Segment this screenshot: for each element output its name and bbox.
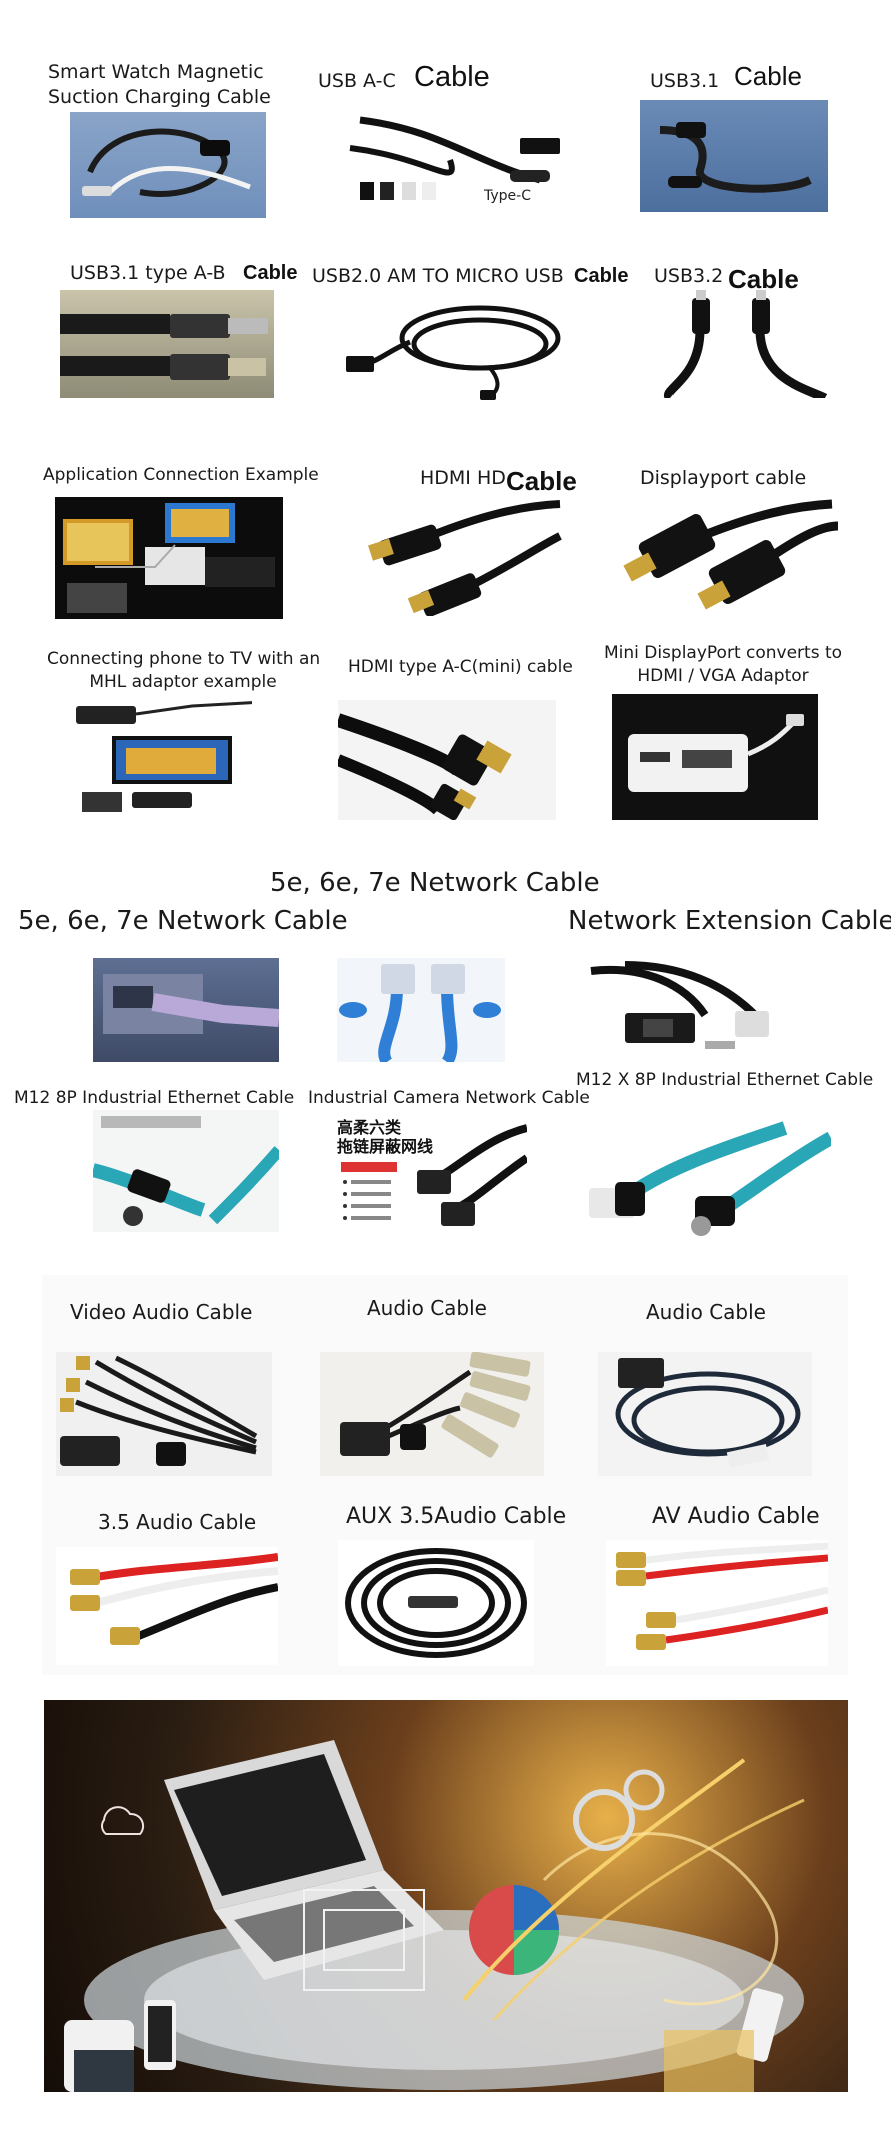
usb-ac-cable-label: USB A-C [318, 70, 396, 92]
network-extension-cable-label: Network Extension Cable [568, 906, 891, 936]
usb31-cable-image [640, 100, 828, 212]
application-example-label: Application Connection Example [43, 465, 319, 485]
m12-x-8p-cable-label: M12 X 8P Industrial Ethernet Cable [576, 1070, 874, 1090]
aux-35-cable-image [338, 1540, 534, 1666]
network-section-heading: 5e, 6e, 7e Network Cable [270, 868, 600, 898]
audio-35-cable-image [56, 1547, 278, 1665]
usb32-cable-image [660, 290, 830, 398]
hdmi-mini-cable-label: HDMI type A-C(mini) cable [348, 657, 573, 677]
audio-cable-1-image [320, 1352, 544, 1476]
network-extension-cable-image [585, 955, 781, 1061]
displayport-cable-image [612, 496, 842, 616]
hdmi-hd-cable-image [360, 496, 570, 616]
m12-8p-cable-image [93, 1110, 279, 1232]
aux-35-cable-label: AUX 3.5Audio Cable [346, 1504, 567, 1529]
mini-dp-adaptor-label: Mini DisplayPort converts to HDMI / VGA … [603, 643, 843, 686]
usb-ac-cable-overlay: Cable [414, 61, 490, 93]
m12-8p-cable-label: M12 8P Industrial Ethernet Cable [14, 1088, 295, 1108]
mini-dp-adaptor-image [612, 694, 818, 820]
smartwatch-cable-label: Smart Watch Magnetic Suction Charging Ca… [48, 61, 271, 108]
technology-banner-image [44, 1700, 848, 2092]
usb-ac-cable-image [340, 100, 570, 220]
usb31-ab-cable-label: USB3.1 type A-B [70, 262, 226, 284]
cat-network-cable-label: 5e, 6e, 7e Network Cable [18, 906, 348, 936]
usb20-micro-cable-label: USB2.0 AM TO MICRO USB [312, 265, 564, 287]
usb20-micro-cable-overlay: Cable [574, 265, 629, 287]
industrial-camera-cable-image: 高柔六类 拖链屏蔽网线 [337, 1118, 527, 1234]
cat-network-cable-image [93, 958, 279, 1062]
usb31-ab-cable-image [60, 290, 274, 398]
mhl-adaptor-label: Connecting phone to TV with an MHL adapt… [47, 649, 321, 692]
video-audio-cable-image [56, 1352, 272, 1476]
usb32-cable-label: USB3.2 [654, 265, 724, 287]
audio-cable-2-image [598, 1352, 812, 1476]
av-audio-cable-image [606, 1540, 828, 1666]
audio-35-cable-label: 3.5 Audio Cable [98, 1510, 257, 1534]
application-example-image [55, 497, 283, 619]
hdmi-hd-cable-overlay: Cable [506, 466, 577, 496]
usb31-cable-overlay: Cable [734, 61, 802, 91]
smartwatch-cable-image [70, 112, 266, 218]
industrial-camera-cable-label: Industrial Camera Network Cable [308, 1088, 590, 1108]
audio-cable-2-label: Audio Cable [646, 1300, 766, 1324]
mhl-adaptor-image [72, 700, 252, 818]
type-c-caption: Type-C [484, 188, 531, 204]
hdmi-hd-cable-label: HDMI HD [420, 467, 506, 489]
blue-network-cable-image [337, 958, 505, 1062]
usb31-ab-cable-overlay: Cable [243, 262, 298, 284]
displayport-cable-label: Displayport cable [640, 467, 807, 489]
video-audio-cable-label: Video Audio Cable [70, 1300, 253, 1324]
audio-cable-1-label: Audio Cable [367, 1296, 487, 1320]
usb31-cable-label: USB3.1 [650, 70, 720, 92]
av-audio-cable-label: AV Audio Cable [652, 1504, 820, 1529]
industrial-camera-chinese-title: 高柔六类 拖链屏蔽网线 [337, 1118, 434, 1156]
usb32-cable-overlay: Cable [728, 264, 799, 294]
usb20-micro-cable-image [340, 290, 570, 408]
m12-x-8p-cable-image [585, 1108, 831, 1236]
hdmi-mini-cable-image [338, 700, 556, 820]
